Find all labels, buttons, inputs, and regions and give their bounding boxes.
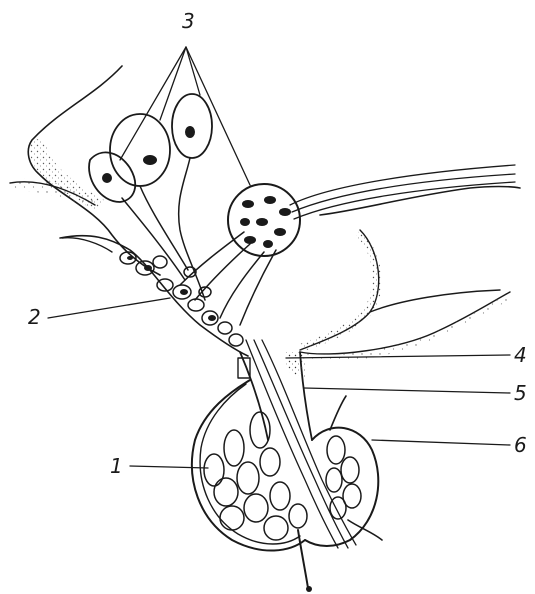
leader-lines xyxy=(48,47,510,468)
label-3: 3 xyxy=(182,9,195,33)
neurosecretory-neurons xyxy=(89,94,300,325)
label-4: 4 xyxy=(514,343,527,367)
label-2: 2 xyxy=(28,305,41,329)
label-6: 6 xyxy=(514,433,527,457)
label-5: 5 xyxy=(514,381,527,405)
label-1: 1 xyxy=(110,454,123,478)
pituitary-stalk xyxy=(238,340,356,548)
nerve-tract-fibres xyxy=(290,165,515,219)
brain-tissue-outline xyxy=(10,66,160,275)
